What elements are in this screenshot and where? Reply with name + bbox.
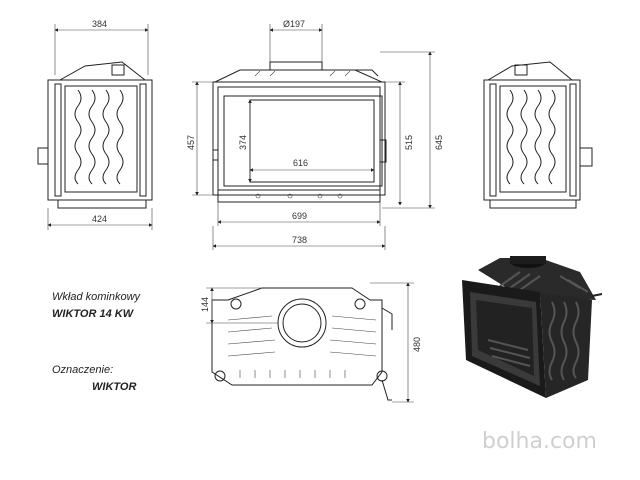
right-side-view bbox=[483, 61, 593, 209]
dim-480: 480 bbox=[412, 337, 422, 352]
dim-384: 384 bbox=[92, 19, 107, 29]
dim-457: 457 bbox=[186, 135, 196, 150]
designation-value: WIKTOR bbox=[92, 381, 136, 393]
dim-616: 616 bbox=[293, 158, 308, 168]
left-side-view: 384 424 bbox=[37, 19, 153, 230]
dim-144: 144 bbox=[200, 297, 210, 312]
dim-645: 645 bbox=[434, 135, 444, 150]
dim-515: 515 bbox=[404, 135, 414, 150]
top-view: 144 480 bbox=[200, 282, 422, 403]
dim-424: 424 bbox=[92, 214, 107, 224]
dim-738: 738 bbox=[292, 235, 307, 245]
designation-label: Oznaczenie: bbox=[52, 364, 113, 376]
fireplace-3d-render bbox=[462, 256, 603, 398]
front-view: Ø197 374 616 457 515 bbox=[186, 19, 444, 250]
dim-flue-diameter: Ø197 bbox=[283, 19, 305, 29]
dim-374: 374 bbox=[238, 135, 248, 150]
watermark: bolha.com bbox=[482, 429, 597, 454]
product-type-label: Wkład kominkowy bbox=[52, 291, 142, 303]
model-power-label: WIKTOR 14 KW bbox=[52, 308, 135, 320]
dim-699: 699 bbox=[292, 211, 307, 221]
